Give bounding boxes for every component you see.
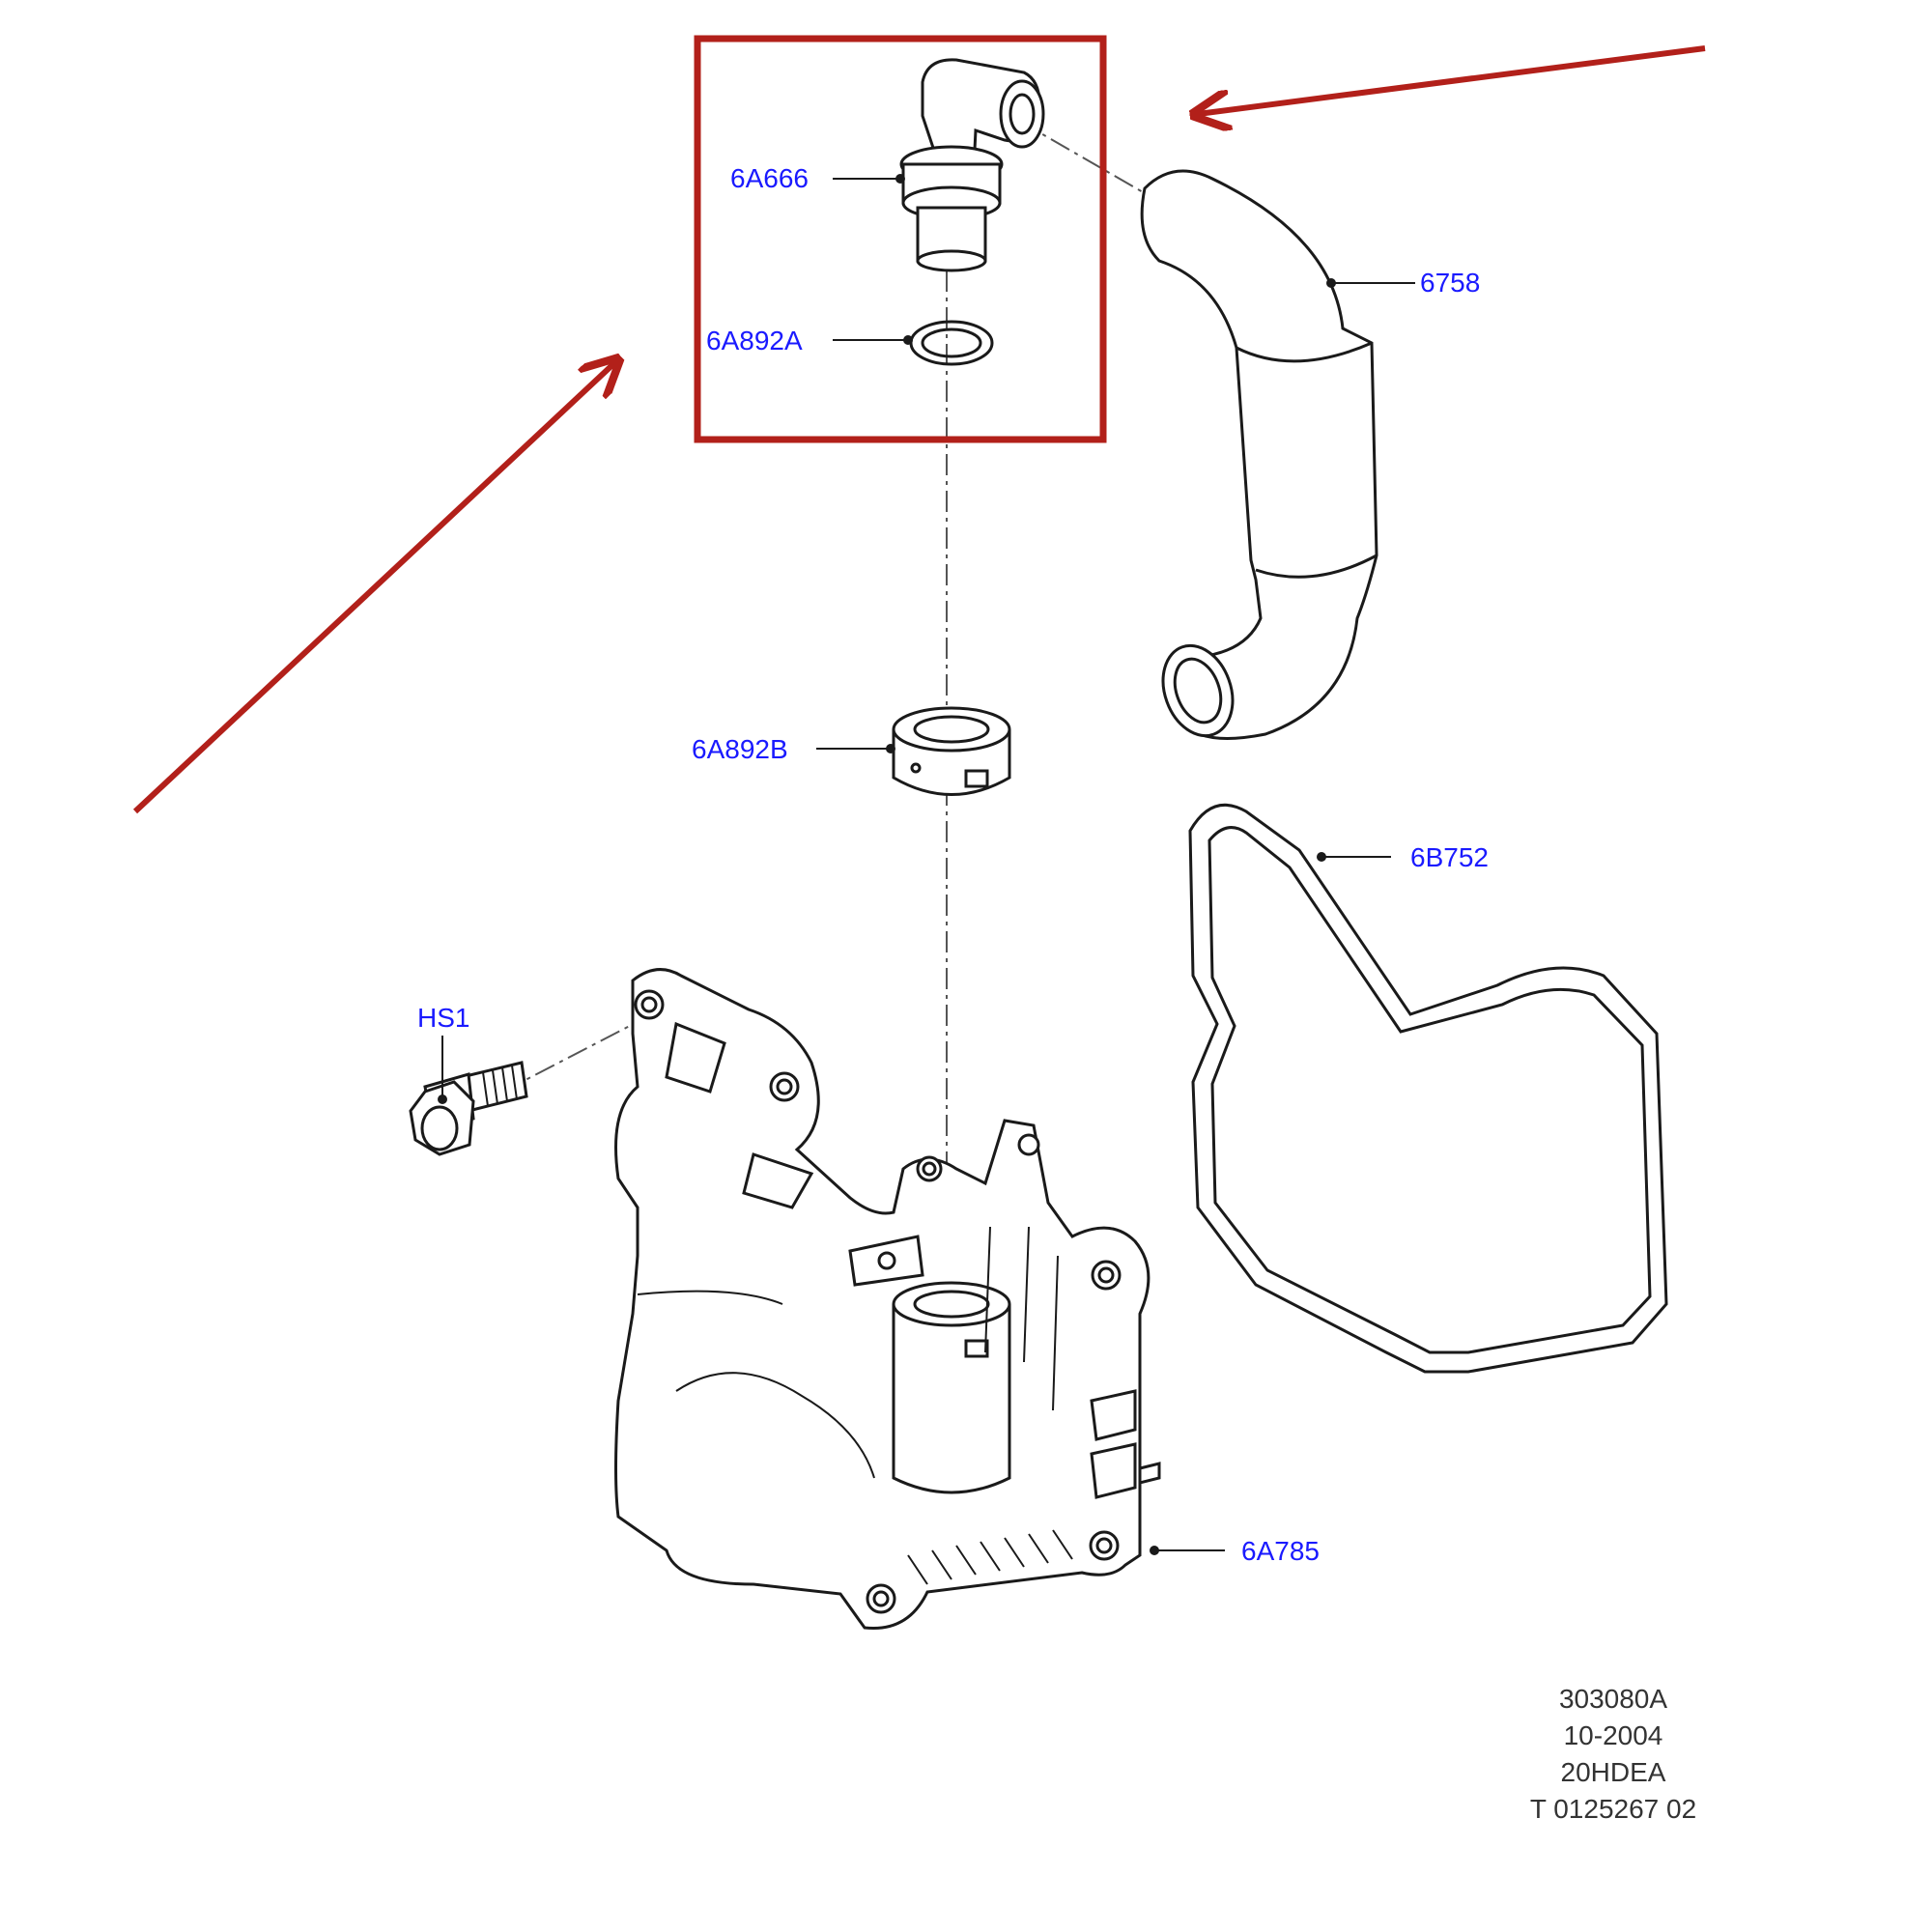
- reference-drawing-id: T 0125267 02: [1529, 1794, 1697, 1824]
- label-6b752: 6B752: [1410, 842, 1489, 872]
- housing-part: [614, 968, 1161, 1631]
- clip-part: [892, 706, 1011, 796]
- arrow-left: [132, 362, 615, 814]
- reference-number: 303080A: [1558, 1684, 1668, 1714]
- label-6758: 6758: [1420, 268, 1480, 298]
- leader-lines: [438, 174, 1415, 1555]
- reference-date: 10-2004: [1563, 1720, 1663, 1750]
- label-6a892b: 6A892B: [692, 734, 788, 764]
- arrow-right: [1198, 45, 1706, 114]
- label-6a785: 6A785: [1241, 1536, 1320, 1566]
- gasket-part: [1188, 803, 1668, 1374]
- diagram-reference-block: 303080A 10-2004 20HDEA T 0125267 02: [1488, 1681, 1739, 1828]
- hose-part: [1140, 169, 1378, 740]
- reference-engine-code: 20HDEA: [1560, 1757, 1666, 1787]
- label-hs1: HS1: [417, 1003, 469, 1033]
- label-6a666: 6A666: [730, 163, 809, 193]
- highlight-box: [694, 35, 1107, 443]
- pcv-valve-part: [899, 58, 1045, 272]
- o-ring-part: [909, 320, 994, 366]
- bolt-part: [409, 1061, 528, 1156]
- center-lines: [521, 120, 1146, 1294]
- label-6a892a: 6A892A: [706, 326, 803, 355]
